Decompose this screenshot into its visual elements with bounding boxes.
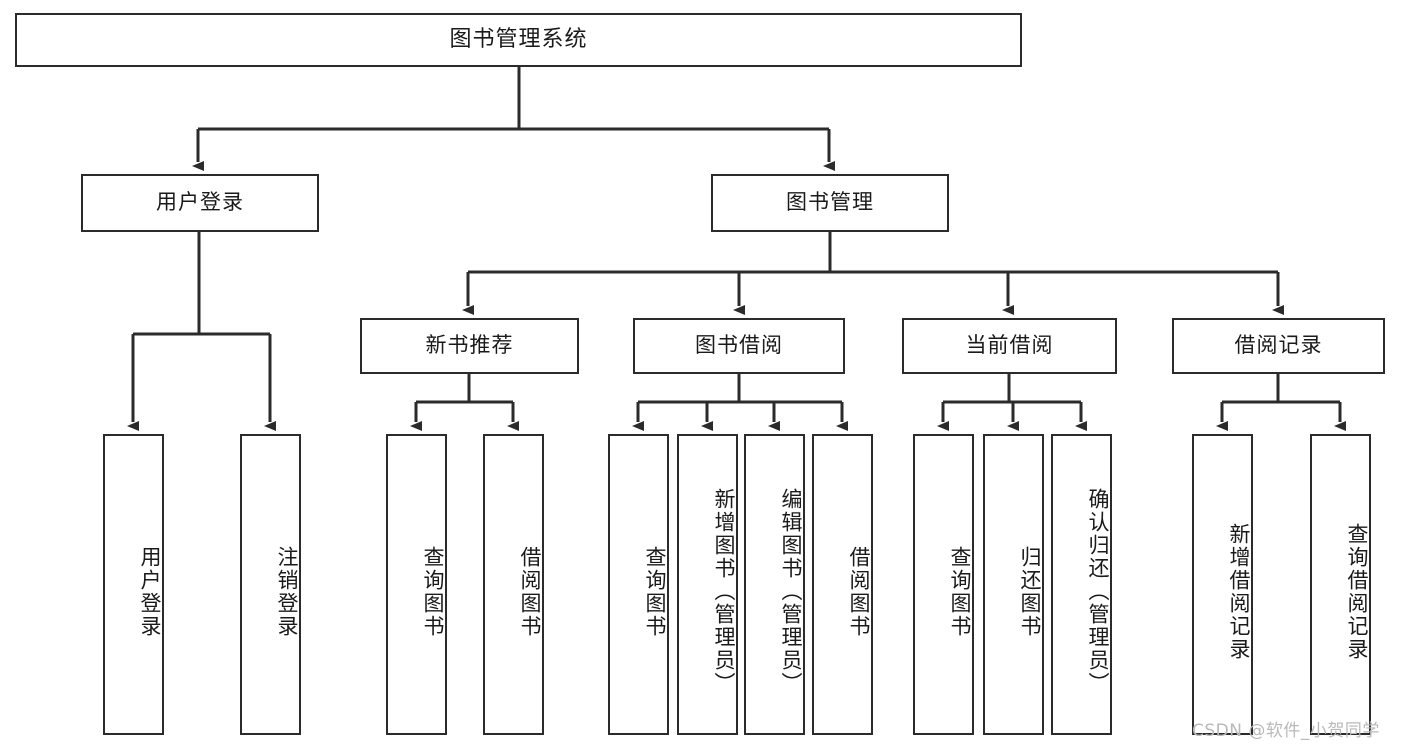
node-borrowing-record[interactable]: 借阅记录 <box>1172 318 1385 374</box>
leaf-borrow-book[interactable]: 借阅图书 <box>812 434 873 735</box>
node-root-book-management-system[interactable]: 图书管理系统 <box>15 13 1022 67</box>
node-book-borrowing[interactable]: 图书借阅 <box>633 318 845 374</box>
leaf-query-book-current[interactable]: 查询图书 <box>913 434 974 735</box>
leaf-logout[interactable]: 注销登录 <box>240 434 301 735</box>
leaf-query-book-rec[interactable]: 查询图书 <box>386 434 447 735</box>
csdn-watermark: CSDN @软件_小贺同学 <box>1192 721 1380 741</box>
leaf-query-book-borrow[interactable]: 查询图书 <box>608 434 669 735</box>
leaf-borrow-book-rec[interactable]: 借阅图书 <box>483 434 544 735</box>
leaf-return-book[interactable]: 归还图书 <box>983 434 1044 735</box>
leaf-edit-book-admin[interactable]: 编辑图书（管理员） <box>744 434 805 735</box>
leaf-user-login[interactable]: 用户登录 <box>103 434 164 735</box>
node-new-book-recommendation[interactable]: 新书推荐 <box>360 318 579 374</box>
node-user-login[interactable]: 用户登录 <box>81 174 319 232</box>
leaf-query-borrow-record[interactable]: 查询借阅记录 <box>1310 434 1371 735</box>
node-current-borrowing[interactable]: 当前借阅 <box>902 318 1117 374</box>
leaf-add-borrow-record[interactable]: 新增借阅记录 <box>1192 434 1253 735</box>
leaf-confirm-return-admin[interactable]: 确认归还（管理员） <box>1051 434 1112 735</box>
node-book-management[interactable]: 图书管理 <box>711 174 949 232</box>
leaf-add-book-admin[interactable]: 新增图书（管理员） <box>677 434 738 735</box>
